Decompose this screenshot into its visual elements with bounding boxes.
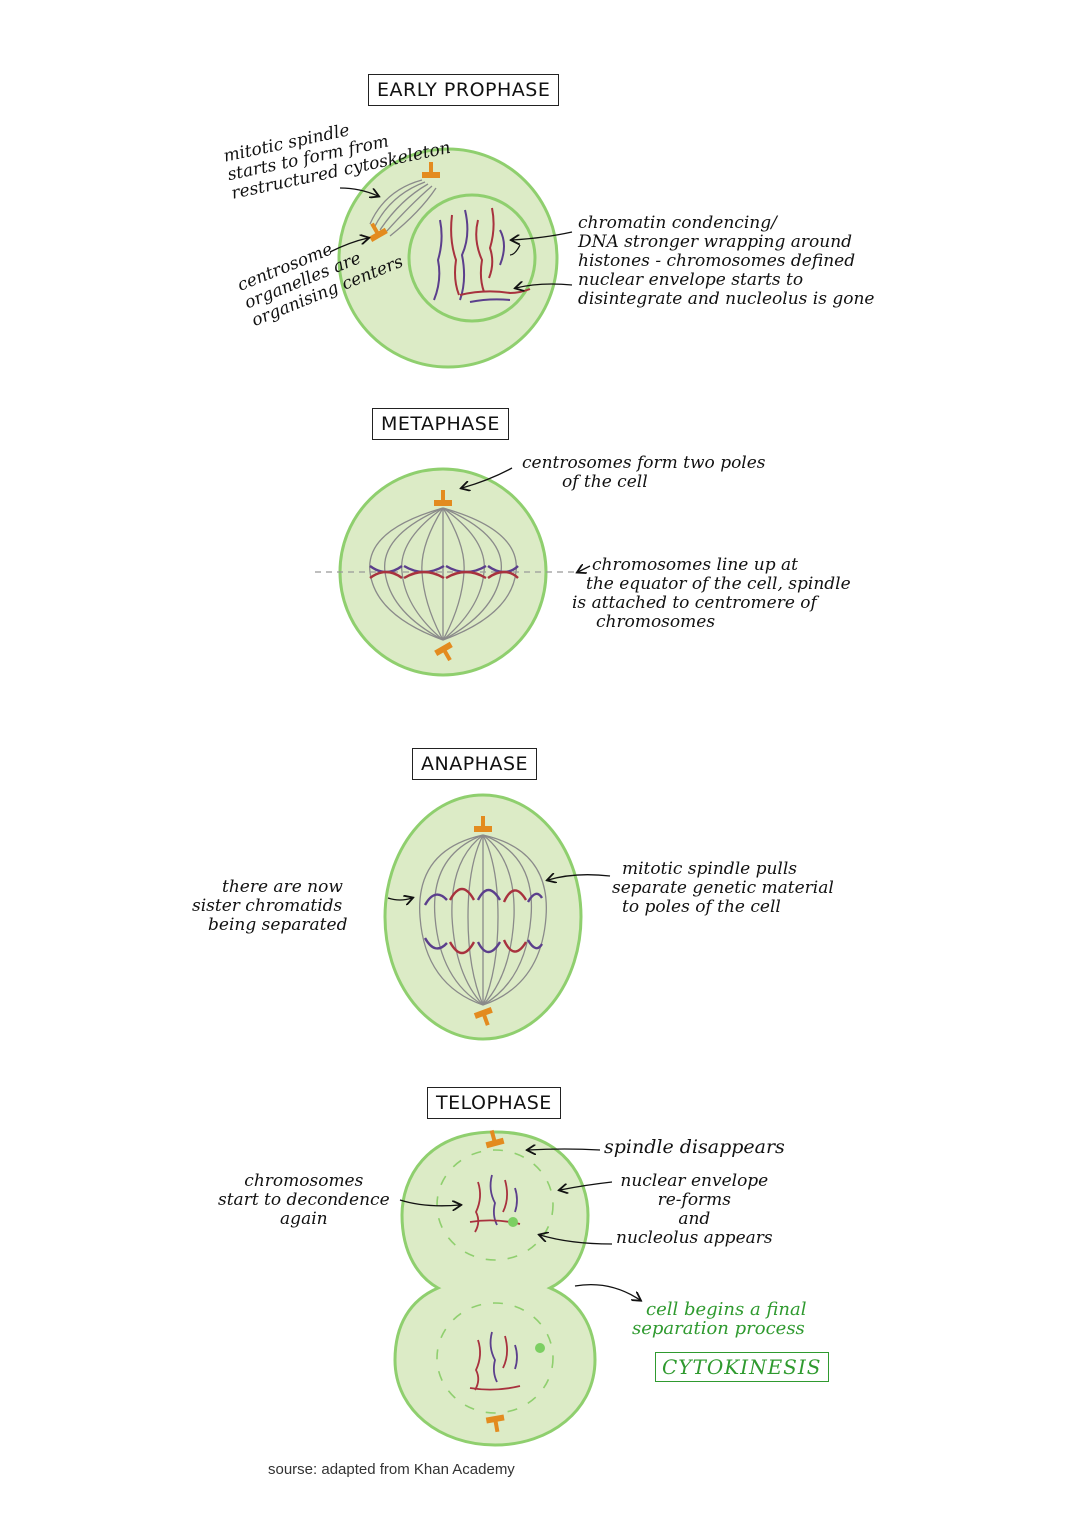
note-cytokinesis: cell begins a final separation process [632,1300,807,1338]
nucleolus-top [508,1217,518,1227]
source-credit: sourse: adapted from Khan Academy [268,1461,515,1478]
metaphase-cell [315,469,575,675]
arrow-spindle-disappears [528,1149,600,1150]
arrow-cytokinesis [575,1285,640,1300]
phase-title-early-prophase: EARLY PROPHASE [368,74,559,106]
phase-title-anaphase: ANAPHASE [412,748,537,780]
note-poles: centrosomes form two poles of the cell [522,454,766,492]
note-spindle-pulls: mitotic spindle pulls separate genetic m… [612,860,834,917]
phase-title-telophase: TELOPHASE [427,1087,561,1119]
note-spindle-disappears: spindle disappears [604,1138,785,1157]
note-equator: chromosomes line up at the equator of th… [572,556,851,632]
note-envelope-reforms: nuclear envelope re-forms and nucleolus … [616,1172,773,1248]
cytokinesis-label: CYTOKINESIS [655,1352,829,1382]
note-sister-chromatids: there are now sister chromatids being se… [192,878,347,935]
telophase-cell [395,1128,595,1445]
note-decondense: chromosomes start to decondence again [218,1172,390,1229]
phase-title-metaphase: METAPHASE [372,408,509,440]
note-chromatin: chromatin condencing/ DNA stronger wrapp… [578,214,875,309]
nucleolus-bottom [535,1343,545,1353]
anaphase-cell [385,795,581,1039]
